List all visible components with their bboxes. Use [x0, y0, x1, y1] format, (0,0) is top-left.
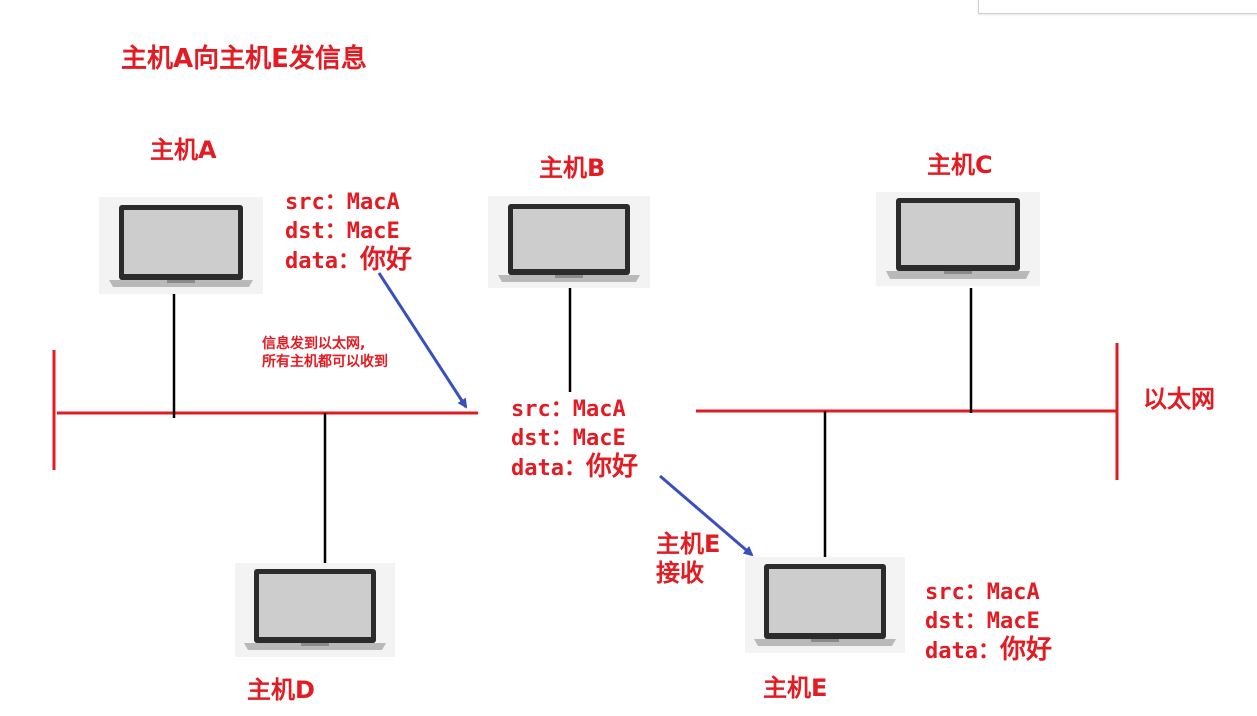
src-key: src：: [511, 397, 573, 422]
host-b-label: 主机B: [539, 154, 606, 182]
src-value: MacA: [572, 397, 626, 422]
laptop-icon: [498, 204, 640, 282]
dst-value: MacE: [572, 426, 626, 451]
receive-note-line2: 接收: [656, 559, 704, 587]
laptop-host-d: [235, 563, 395, 657]
dst-value: MacE: [346, 219, 400, 244]
laptop-host-b: [488, 196, 650, 288]
src-value: MacA: [346, 190, 400, 215]
data-key: data：: [511, 456, 586, 481]
broadcast-note-line2: 所有主机都可以收到: [262, 354, 388, 370]
window-edge-panel: [978, 0, 1257, 14]
data-key: data：: [925, 639, 1000, 664]
data-value: 你好: [359, 245, 412, 275]
dst-key: dst：: [511, 426, 573, 451]
data-value: 你好: [999, 635, 1052, 665]
src-value: MacA: [986, 580, 1040, 605]
laptop-host-c: [876, 192, 1040, 286]
src-key: src：: [925, 580, 987, 605]
data-value: 你好: [585, 452, 638, 482]
packet-at-host-e: src：MacA dst：MacE data：你好: [925, 578, 1052, 666]
broadcast-note-line1: 信息发到以太网,: [262, 336, 366, 352]
host-a-label: 主机A: [150, 136, 217, 164]
host-e-label: 主机E: [763, 674, 828, 702]
data-key: data：: [285, 249, 360, 274]
broadcast-note: 信息发到以太网, 所有主机都可以收到: [262, 335, 388, 371]
packet-on-bus: src：MacA dst：MacE data：你好: [511, 395, 638, 483]
send-arrow: [377, 272, 468, 409]
receive-note-line1: 主机E: [656, 530, 721, 558]
laptop-host-e: [745, 557, 905, 653]
receive-arrow: [659, 474, 754, 557]
src-key: src：: [285, 190, 347, 215]
laptop-icon: [886, 198, 1030, 279]
receive-note: 主机E 接收: [656, 530, 720, 588]
diagram-title: 主机A向主机E发信息: [121, 44, 367, 74]
laptop-icon: [244, 569, 386, 650]
packet-at-host-a: src：MacA dst：MacE data：你好: [285, 188, 412, 276]
laptop-icon: [109, 205, 253, 287]
dst-value: MacE: [986, 609, 1040, 634]
dst-key: dst：: [925, 609, 987, 634]
host-d-label: 主机D: [247, 676, 315, 704]
host-c-label: 主机C: [927, 151, 993, 179]
dst-key: dst：: [285, 219, 347, 244]
ethernet-label: 以太网: [1143, 385, 1215, 413]
laptop-icon: [754, 564, 896, 646]
laptop-host-a: [99, 197, 263, 294]
